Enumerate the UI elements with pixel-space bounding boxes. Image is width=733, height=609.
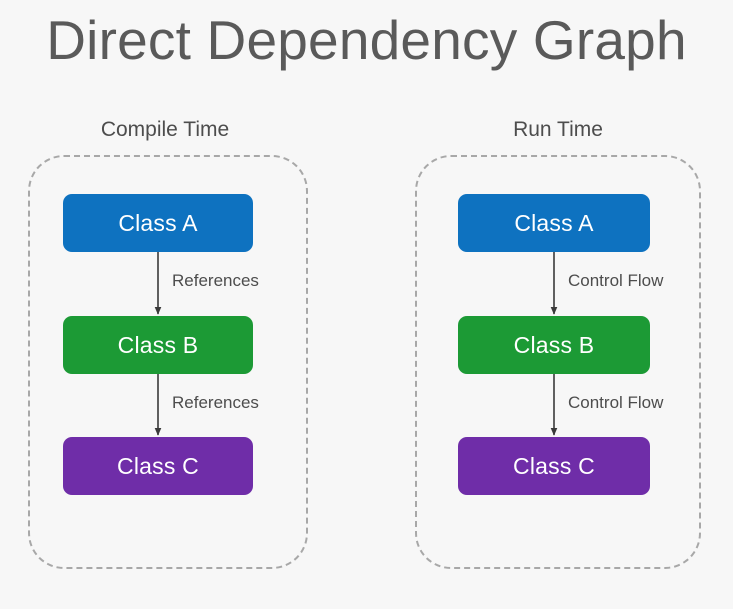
node-label: Class C xyxy=(513,452,595,479)
node-label: Class A xyxy=(118,209,198,236)
group-container-compile-time xyxy=(28,155,308,569)
node-run-class-a[interactable]: Class A xyxy=(458,194,650,252)
node-compile-class-b[interactable]: Class B xyxy=(63,316,253,374)
group-container-run-time xyxy=(415,155,701,569)
page-title: Direct Dependency Graph xyxy=(46,9,687,71)
node-run-class-b[interactable]: Class B xyxy=(458,316,650,374)
node-run-class-c[interactable]: Class C xyxy=(458,437,650,495)
node-compile-class-a[interactable]: Class A xyxy=(63,194,253,252)
node-label: Class A xyxy=(514,209,594,236)
group-label-compile-time: Compile Time xyxy=(100,118,230,141)
group-label-run-time: Run Time xyxy=(513,118,603,141)
node-label: Class B xyxy=(117,331,199,358)
node-label: Class C xyxy=(117,452,199,479)
edge-label-run-b-to-c: Control Flow xyxy=(568,393,664,412)
edge-label-compile-b-to-c: References xyxy=(172,393,259,412)
node-label: Class B xyxy=(513,331,595,358)
edge-label-compile-a-to-b: References xyxy=(172,271,259,290)
node-compile-class-c[interactable]: Class C xyxy=(63,437,253,495)
edge-label-run-a-to-b: Control Flow xyxy=(568,271,664,290)
